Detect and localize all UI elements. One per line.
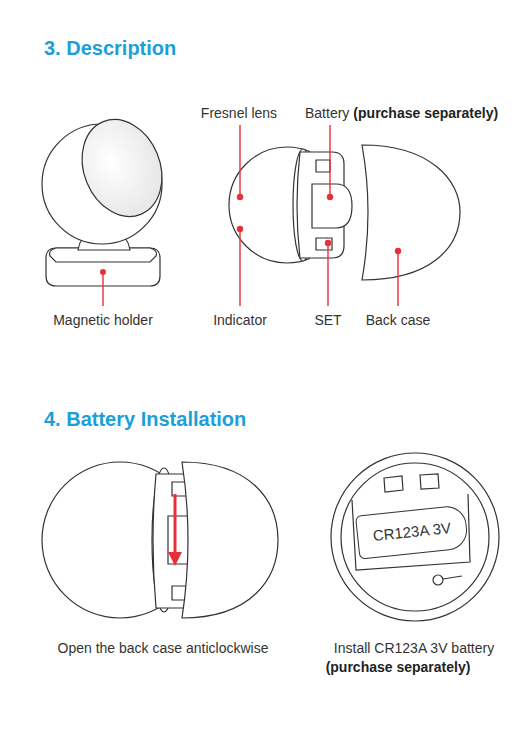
leader-lines — [327, 244, 328, 306]
set-key — [443, 576, 462, 579]
leader-lines — [325, 240, 331, 246]
part-label: Back case — [366, 311, 431, 329]
battery-marking: CR123A 3V — [372, 519, 452, 545]
holder-clip — [316, 160, 330, 172]
rotate-arrow — [168, 552, 182, 566]
set-key — [433, 575, 443, 585]
section-heading: 3. Description — [44, 36, 176, 60]
step-caption: Open the back case anticlockwise — [58, 639, 269, 657]
part-note: (purchase separately) — [353, 104, 498, 122]
sensor-open — [229, 145, 460, 280]
part-label: Battery — [305, 104, 349, 122]
battery — [312, 184, 352, 228]
part-label: Fresnel lens — [201, 104, 277, 122]
holder-clip — [420, 474, 439, 489]
sensor-inside — [331, 453, 499, 621]
step-note: (purchase separately) — [326, 658, 471, 676]
leader-lines — [327, 194, 333, 200]
step-caption: Install CR123A 3V battery — [334, 639, 494, 657]
sensor-opening — [42, 462, 278, 618]
back-case — [182, 462, 278, 618]
leader-lines — [100, 269, 106, 275]
part-label: SET — [314, 311, 341, 329]
rotate-arrow — [174, 494, 177, 554]
sensor-on-holder — [42, 107, 176, 286]
fresnel-lens-front — [68, 107, 176, 228]
leader-lines — [397, 252, 398, 306]
part-label: Indicator — [213, 311, 267, 329]
rotate-arrow — [168, 494, 182, 566]
leader-lines — [237, 226, 243, 232]
holder-clip — [384, 476, 403, 492]
leader-lines — [329, 125, 330, 196]
leader-lines — [239, 230, 240, 306]
back-case — [362, 145, 460, 280]
inner-ring — [341, 463, 489, 611]
battery-bracket — [352, 494, 470, 570]
leader-lines — [237, 194, 243, 200]
section-heading: 4. Battery Installation — [44, 407, 246, 431]
front-half — [229, 147, 310, 263]
leader-lines — [239, 125, 240, 196]
part-label: Magnetic holder — [53, 311, 153, 329]
leader-lines — [102, 272, 103, 306]
leader-lines — [395, 248, 401, 254]
sensor-shell — [331, 453, 499, 621]
set-button-slot — [316, 238, 332, 250]
leader-lines — [100, 125, 401, 306]
battery-cell: CR123A 3V — [355, 504, 469, 559]
